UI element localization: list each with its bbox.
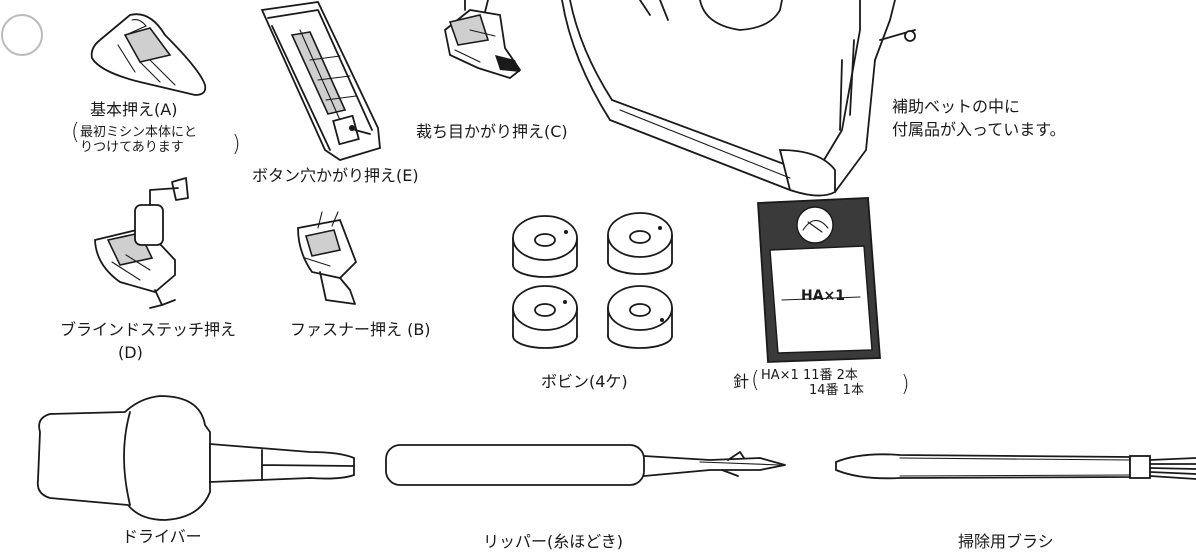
blindstitch-foot-label-line2: (D)	[118, 343, 143, 362]
circle-mark	[1, 14, 43, 56]
blindstitch-foot-illustration	[94, 177, 189, 309]
brush-label: 掃除用ブラシ	[958, 532, 1054, 551]
overcasting-foot-illustration	[444, 0, 522, 80]
seam-ripper-label: リッパー(糸ほどき)	[483, 532, 624, 551]
paren-open: (	[71, 120, 80, 145]
accessory-tray-note: 補助ベットの中に 付属品が入っています。	[892, 95, 1066, 141]
paren-close: )	[232, 132, 241, 157]
seam-ripper-illustration	[385, 444, 786, 486]
needle-pack-illustration	[757, 197, 881, 363]
buttonhole-foot-label: ボタン穴かがり押え(E)	[252, 166, 419, 185]
needles-paren-open: (	[751, 368, 760, 393]
screwdriver-illustration	[36, 395, 355, 521]
buttonhole-foot-illustration	[260, 1, 381, 161]
basic-foot-note-line-1: 最初ミシン本体にと	[80, 125, 198, 140]
basic-foot-label: 基本押え(A)	[90, 100, 178, 119]
bobbins-label: ボビン(4ケ)	[541, 372, 628, 391]
screwdriver-label: ドライバー	[122, 527, 202, 546]
bobbin-illustrations	[512, 212, 673, 349]
needles-label: 針	[733, 372, 750, 391]
brush-illustration	[835, 453, 1196, 480]
needles-spec: HA×1 11番 2本 14番 1本	[761, 368, 864, 398]
accessory-tray-note-line-2: 付属品が入っています。	[892, 120, 1066, 139]
zipper-foot-label: ファスナー押え (B)	[290, 320, 431, 339]
needles-spec-line-1: HA×1 11番 2本	[761, 368, 858, 383]
needles-spec-line-2: 14番 1本	[809, 383, 864, 398]
accessory-tray-note-line-1: 補助ベットの中に	[892, 97, 1021, 116]
blindstitch-foot-label: ブラインドステッチ押え	[60, 320, 237, 339]
needles-paren-close: )	[901, 372, 910, 397]
basic-foot-note: 最初ミシン本体にと りつけてあります	[80, 125, 197, 155]
overcasting-foot-label: 裁ち目かがり押え(C)	[416, 122, 568, 141]
basic-foot-illustration	[90, 13, 207, 96]
zipper-foot-illustration	[297, 211, 358, 305]
accessory-tray-illustration	[561, 0, 916, 197]
needle-pack-text: HA×1	[801, 288, 846, 304]
basic-foot-note-line-2: りつけてあります	[80, 140, 184, 155]
